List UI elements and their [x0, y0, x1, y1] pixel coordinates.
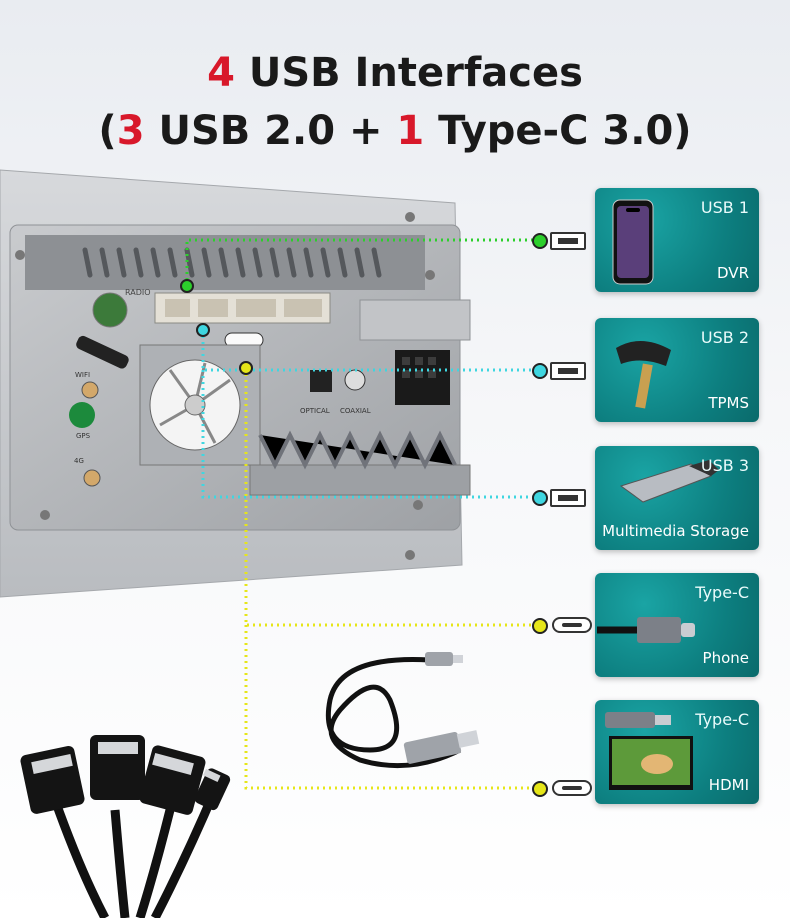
typec-port-icon	[552, 617, 592, 633]
card-typec-phone: Type-C Phone	[595, 573, 759, 677]
card-tag: USB 2	[700, 328, 749, 347]
title-mid: USB 2.0 +	[144, 108, 397, 154]
typec1-dot	[532, 618, 548, 634]
title-end: Type-C 3.0)	[424, 108, 692, 154]
paren-open: (	[98, 108, 117, 154]
card-device: TPMS	[708, 394, 749, 412]
wifi-label: WIFI	[75, 371, 90, 379]
gps-label: GPS	[76, 432, 91, 440]
tv-screen-icon	[609, 736, 693, 790]
title-text: USB Interfaces	[234, 50, 583, 96]
typec-cable-icon	[597, 617, 695, 643]
title-line-1: 4 USB Interfaces	[0, 50, 790, 96]
card-tag: USB 1	[700, 198, 749, 217]
typec2-dot	[532, 781, 548, 797]
usb1-dot	[532, 233, 548, 249]
smartphone-icon	[612, 199, 654, 285]
card-typec-hdmi: Type-C HDMI	[595, 700, 759, 804]
card-usb3: USB 3 Multimedia Storage	[595, 446, 759, 550]
usb-flash-drive-icon	[619, 460, 719, 503]
card-usb2: USB 2 TPMS	[595, 318, 759, 422]
card-tag: Type-C	[695, 710, 749, 729]
usb2-count: 3	[116, 108, 145, 154]
typec-count: 1	[396, 108, 425, 154]
title-count: 4	[207, 50, 235, 96]
coaxial-label: COAXIAL	[340, 407, 371, 415]
hdmi-cable-illustration	[325, 652, 480, 769]
card-tag: Type-C	[695, 583, 749, 602]
usb-port-icon	[550, 489, 586, 507]
card-usb1: USB 1 DVR	[595, 188, 759, 292]
hdmi-adapter-icon	[605, 712, 671, 728]
optical-label: OPTICAL	[300, 407, 330, 415]
usb-port-icon	[550, 362, 586, 380]
title-line-2: (3 USB 2.0 + 1 Type-C 3.0)	[0, 108, 790, 154]
card-device: Phone	[702, 649, 749, 667]
card-device: DVR	[717, 264, 749, 282]
head-unit-rear-panel: RADIO OPTICAL COAXIAL WIFI GPS 4G	[0, 169, 471, 598]
typec-port-icon	[552, 780, 592, 796]
card-device: Multimedia Storage	[602, 522, 749, 540]
usb-port-icon	[550, 232, 586, 250]
tpms-sensor-icon	[616, 340, 671, 409]
usb3-dot	[532, 490, 548, 506]
usb-adapter-cables-illustration	[20, 735, 231, 918]
usb2-dot	[532, 363, 548, 379]
radio-label: RADIO	[125, 288, 151, 297]
4g-label: 4G	[74, 457, 84, 465]
card-tag: USB 3	[700, 456, 749, 475]
card-device: HDMI	[708, 776, 749, 794]
